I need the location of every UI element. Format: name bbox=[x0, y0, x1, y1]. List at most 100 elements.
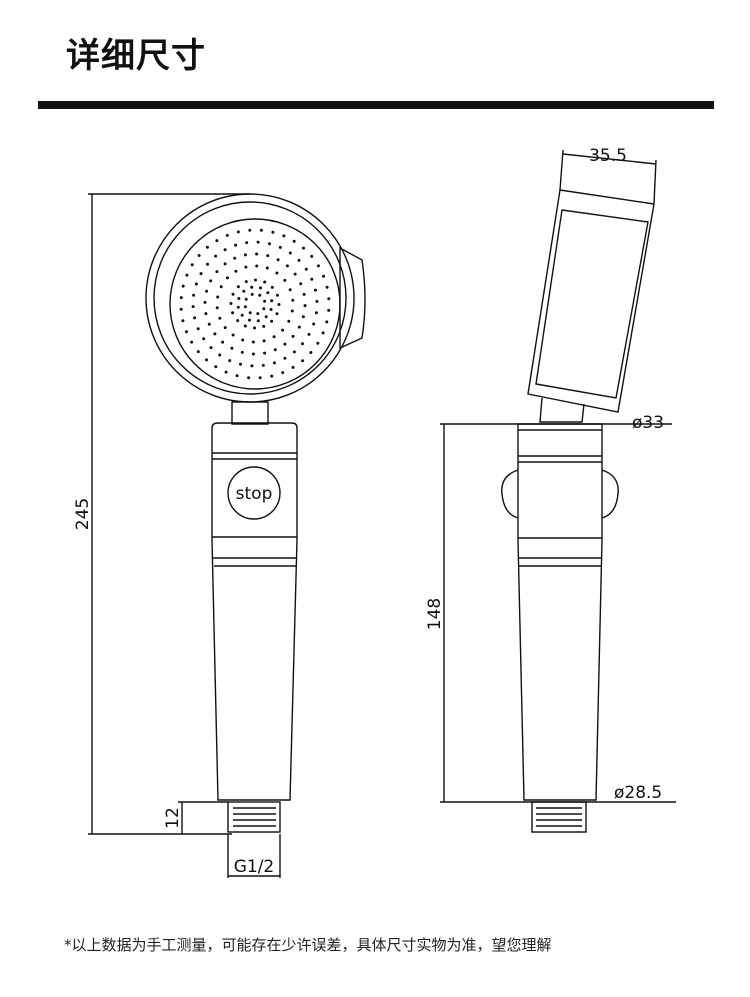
spray-nozzle bbox=[250, 292, 254, 296]
spray-nozzle bbox=[199, 272, 203, 276]
spray-nozzle bbox=[253, 326, 256, 330]
spray-nozzle bbox=[327, 308, 331, 312]
spray-nozzle bbox=[248, 318, 251, 322]
spray-nozzle bbox=[262, 324, 266, 328]
spray-nozzle bbox=[266, 254, 270, 258]
page-title: 详细尺寸 bbox=[66, 36, 206, 76]
dim-bottom-diameter: ø28.5 bbox=[614, 783, 662, 803]
spray-nozzle bbox=[196, 350, 200, 354]
spray-nozzle bbox=[277, 303, 281, 306]
spray-nozzle bbox=[269, 308, 273, 311]
stop-button bbox=[227, 466, 281, 520]
spray-nozzle bbox=[244, 265, 248, 269]
spray-nozzle bbox=[314, 311, 318, 315]
spray-nozzle bbox=[237, 297, 241, 300]
side-view bbox=[440, 149, 676, 833]
dim-handle-length: 148 bbox=[425, 598, 445, 630]
spray-nozzle bbox=[203, 300, 207, 304]
spray-nozzle bbox=[229, 302, 233, 305]
spray-nozzle bbox=[243, 305, 247, 309]
spray-nozzle bbox=[291, 334, 295, 338]
spray-nozzle bbox=[261, 363, 265, 367]
spray-nozzle bbox=[281, 371, 285, 375]
spray-nozzle bbox=[240, 313, 244, 317]
spray-nozzle bbox=[265, 266, 269, 270]
spray-nozzle bbox=[223, 262, 227, 266]
side-handle-body bbox=[517, 423, 603, 801]
spray-nozzle bbox=[263, 299, 267, 303]
spray-nozzle bbox=[236, 319, 240, 323]
spray-nozzle bbox=[307, 332, 311, 336]
spray-nozzle bbox=[325, 285, 329, 289]
side-clip bbox=[339, 246, 366, 350]
spray-nozzle bbox=[275, 312, 279, 316]
side-thread-connector bbox=[531, 801, 587, 833]
spray-nozzle bbox=[291, 298, 295, 302]
spray-nozzle bbox=[313, 288, 317, 292]
spray-nozzle bbox=[278, 245, 282, 249]
spray-nozzle bbox=[283, 342, 287, 346]
spray-nozzle bbox=[236, 230, 240, 234]
handle-body bbox=[211, 422, 298, 801]
spray-nozzle bbox=[251, 340, 255, 344]
front-view bbox=[88, 193, 366, 878]
spray-nozzle bbox=[270, 374, 274, 378]
spray-nozzle bbox=[221, 340, 225, 344]
spray-nozzle bbox=[266, 291, 270, 295]
side-neck bbox=[539, 397, 585, 423]
spray-nozzle bbox=[250, 285, 254, 289]
spray-nozzle bbox=[297, 258, 301, 262]
spray-nozzle bbox=[225, 233, 229, 237]
spray-nozzle bbox=[192, 293, 196, 297]
spray-nozzle bbox=[215, 270, 219, 274]
spray-nozzle bbox=[276, 258, 280, 262]
spray-nozzle bbox=[285, 264, 289, 268]
spray-nozzle bbox=[184, 330, 188, 334]
dim-top-diameter: ø33 bbox=[632, 413, 664, 433]
spray-nozzle bbox=[263, 280, 267, 284]
spray-nozzle bbox=[304, 267, 308, 271]
spray-nozzle bbox=[215, 239, 219, 243]
spray-nozzle bbox=[288, 251, 292, 255]
spray-face bbox=[169, 218, 341, 390]
spray-nozzle bbox=[287, 319, 291, 323]
spray-nozzle bbox=[185, 273, 189, 277]
spray-nozzle bbox=[301, 359, 305, 363]
stop-button-label: stop bbox=[236, 484, 273, 504]
spray-nozzle bbox=[251, 352, 255, 356]
spray-nozzle bbox=[214, 365, 218, 369]
spray-nozzle bbox=[230, 346, 234, 350]
spray-nozzle bbox=[214, 254, 218, 258]
spray-nozzle bbox=[181, 319, 185, 323]
spray-nozzle bbox=[245, 241, 249, 245]
spray-nozzle bbox=[321, 331, 325, 335]
extension-line bbox=[559, 149, 564, 191]
spray-nozzle bbox=[302, 246, 305, 250]
spray-nozzle bbox=[236, 285, 240, 289]
spray-nozzle bbox=[310, 254, 314, 258]
spray-nozzle bbox=[259, 228, 263, 232]
spray-nozzle bbox=[299, 282, 303, 286]
spray-nozzle bbox=[231, 333, 235, 337]
spray-nozzle bbox=[228, 359, 232, 363]
spray-nozzle bbox=[292, 350, 296, 354]
spray-nozzle bbox=[231, 292, 235, 296]
spray-nozzle bbox=[327, 297, 331, 301]
spray-nozzle bbox=[223, 248, 227, 252]
spray-nozzle bbox=[231, 311, 235, 315]
spray-nozzle bbox=[209, 346, 213, 350]
spray-nozzle bbox=[204, 312, 208, 316]
spray-nozzle bbox=[262, 339, 266, 343]
spray-nozzle bbox=[234, 269, 238, 273]
spray-nozzle bbox=[282, 234, 286, 238]
dim-head-depth: 35.5 bbox=[589, 146, 627, 166]
spray-nozzle bbox=[270, 299, 274, 303]
spray-nozzle bbox=[256, 319, 260, 323]
spray-nozzle bbox=[250, 364, 254, 368]
spray-nozzle bbox=[256, 312, 260, 316]
spray-nozzle bbox=[263, 351, 267, 355]
spray-nozzle bbox=[216, 295, 220, 299]
spray-nozzle bbox=[275, 293, 279, 297]
dim-thread: G1/2 bbox=[234, 857, 275, 877]
spray-nozzle bbox=[218, 316, 222, 320]
